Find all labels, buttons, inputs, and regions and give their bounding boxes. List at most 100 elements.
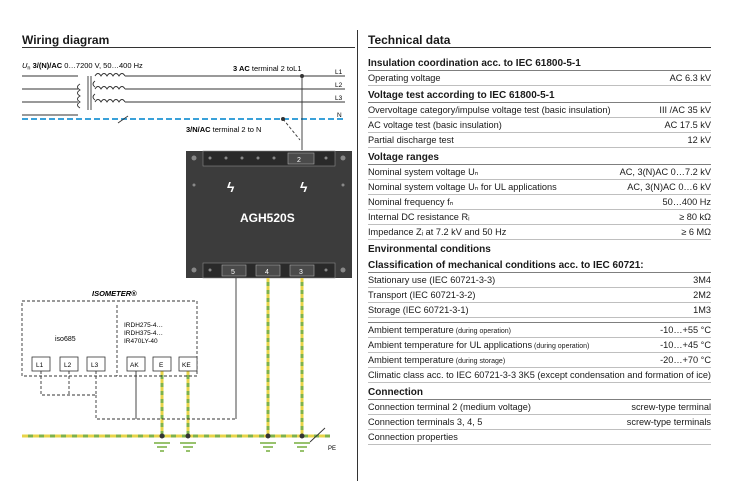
row-value: III /AC 35 kV <box>659 105 711 115</box>
row-value: AC, 3(N)AC 0…7.2 kV <box>619 167 711 177</box>
table-row: Connection properties <box>368 430 711 445</box>
device-terminal-3 <box>289 264 315 277</box>
table-row: Partial discharge test 12 kV <box>368 133 711 148</box>
row-label-text: Connection terminals 3, 4, 5 <box>368 417 483 427</box>
row-value: ≥ 6 MΩ <box>681 227 711 237</box>
n-junction <box>281 117 285 121</box>
device-name: AGH520S <box>240 211 295 225</box>
phase-lines <box>125 75 345 103</box>
iso685-label: iso685 <box>55 336 76 343</box>
row-label-text: Ambient temperature <box>368 355 454 365</box>
iso685-wiring <box>40 278 237 420</box>
row-label-text: Connection terminal 2 (medium voltage) <box>368 402 531 412</box>
row-label-text: Ambient temperature <box>368 325 454 335</box>
row-value: 3K5 (except condensation and formation o… <box>518 370 711 380</box>
device-top-terminal-strip <box>202 150 336 167</box>
section-title: Connection <box>368 387 423 398</box>
section-title: Environmental conditions <box>368 244 491 255</box>
technical-data-panel: Technical data Insulation coordination a… <box>358 0 730 481</box>
row-label-text: Nominal system voltage Uₙ for UL applica… <box>368 182 557 192</box>
table-row: Connection terminals 3, 4, 5 screw-type t… <box>368 415 711 430</box>
device-terminal-2 <box>287 152 315 165</box>
section-title: Voltage ranges <box>368 152 439 163</box>
row-value: 2M2 <box>693 290 711 300</box>
row-label-text: Nominal frequency fₙ <box>368 197 454 207</box>
table-row: Connection terminal 2 (medium voltage)sc… <box>368 399 711 415</box>
supply-left-lines <box>22 75 78 116</box>
row-label: Overvoltage category/impulse voltage tes… <box>368 103 611 117</box>
table-row: Internal DC resistance Rᵢ ≥ 80 kΩ <box>368 210 711 225</box>
terminal-3-label: 3 <box>299 269 303 276</box>
pe-label: PE <box>328 446 336 452</box>
table-row: Ambient temperature (during storage) -20…… <box>368 353 711 368</box>
row-label-text: Stationary use (IEC 60721-3-3) <box>368 275 496 285</box>
row-label: Operating voltage <box>368 71 441 85</box>
row-label: Ambient temperature for UL applications … <box>368 338 589 352</box>
row-label: Internal DC resistance Rᵢ <box>368 210 470 224</box>
row-label-text: Connection properties <box>368 432 458 442</box>
section-title: Voltage test according to IEC 61800-5-1 <box>368 90 555 101</box>
wiring-diagram-panel: Wiring diagram Un 3/(N)/AC 0…7200 V, 50…… <box>0 0 356 481</box>
row-label: Connection terminal 2 (medium voltage) <box>368 400 531 414</box>
row-value: AC, 3(N)AC 0…6 kV <box>627 182 711 192</box>
row-value: -10…+55 °C <box>660 325 711 335</box>
iso-terminal-l3: L3 <box>91 362 99 369</box>
pe-junctions <box>159 433 305 439</box>
row-value: ≥ 80 kΩ <box>679 212 711 222</box>
l1-connection-label: 3 AC terminal 2 toL1 <box>233 64 302 73</box>
row-label-text: Overvoltage category/impulse voltage tes… <box>368 105 611 115</box>
irdh-terminal-ke: KE <box>182 362 191 369</box>
irdh-terminal-ak: AK <box>130 362 139 369</box>
row-label: Ambient temperature (during operation) <box>368 323 511 337</box>
isometer-label: ISOMETER® <box>92 289 137 298</box>
device-terminal-5 <box>221 264 247 277</box>
technical-data-title: Technical data <box>368 33 451 47</box>
row-label-text: Internal DC resistance Rᵢ <box>368 212 470 222</box>
irdh-line-1: IRDH275-4… <box>124 322 163 329</box>
row-label-text: Ambient temperature for UL applications <box>368 340 533 350</box>
table-row: Ambient temperature (during operation) -1… <box>368 322 711 338</box>
row-value: -20…+70 °C <box>660 355 711 365</box>
row-label: Stationary use (IEC 60721-3-3) <box>368 273 495 287</box>
terminal-4-label: 4 <box>265 269 269 276</box>
supply-label: Un 3/(N)/AC 0…7200 V, 50…400 Hz <box>22 61 143 72</box>
iso-terminal-l1: L1 <box>36 362 44 369</box>
row-value: 12 kV <box>687 135 712 145</box>
technical-title-rule <box>368 47 711 48</box>
irdh-line-3: IR470LY-40 <box>124 338 158 345</box>
row-value: screw-type terminals <box>626 417 711 427</box>
technical-data-table: Insulation coordination acc. to IEC 6180… <box>368 58 711 445</box>
row-label-note: (during storage) <box>453 358 506 365</box>
row-value: AC 6.3 kV <box>669 73 711 83</box>
row-label-text: Transport (IEC 60721-3-2) <box>368 290 476 300</box>
row-label: Connection properties <box>368 430 458 444</box>
row-label: Connection terminals 3, 4, 5 <box>368 415 482 429</box>
agh520s-device <box>186 151 352 278</box>
l3-label: L3 <box>335 95 343 102</box>
table-row: Impedance Zᵢ at 7.2 kV and 50 Hz ≥ 6 MΩ <box>368 225 711 240</box>
row-value: 1M3 <box>693 305 711 315</box>
row-label: Impedance Zᵢ at 7.2 kV and 50 Hz <box>368 225 506 239</box>
transformer-symbol <box>77 73 126 110</box>
panel-divider <box>357 30 358 481</box>
row-label-text: Storage (IEC 60721-3-1) <box>368 305 469 315</box>
row-label-text: Nominal system voltage Uₙ <box>368 167 479 177</box>
n-switch-mark <box>117 115 129 124</box>
terminal-2-label: 2 <box>297 157 301 164</box>
row-value: 50…400 Hz <box>662 197 711 207</box>
section-title: Insulation coordination acc. to IEC 6180… <box>368 58 581 69</box>
n-connection-label: 3/N/AC terminal 2 to N <box>186 125 261 134</box>
irdh-line-2: IRDH375-4… <box>124 330 163 337</box>
l2-label: L2 <box>335 82 343 89</box>
table-row: Nominal system voltage Uₙ for UL applica… <box>368 180 711 195</box>
lightning-icon: ϟ <box>227 179 235 195</box>
row-label-text: Impedance Zᵢ at 7.2 kV and 50 Hz <box>368 227 507 237</box>
row-label: Transport (IEC 60721-3-2) <box>368 288 475 302</box>
irdh-terminal-e: E <box>159 362 164 369</box>
wiring-title-rule <box>22 47 355 48</box>
row-value: AC 17.5 kV <box>664 120 711 130</box>
row-label: Partial discharge test <box>368 133 454 147</box>
table-row: Transport (IEC 60721-3-2) 2M2 <box>368 288 711 303</box>
row-label: Ambient temperature (during storage) <box>368 353 505 367</box>
